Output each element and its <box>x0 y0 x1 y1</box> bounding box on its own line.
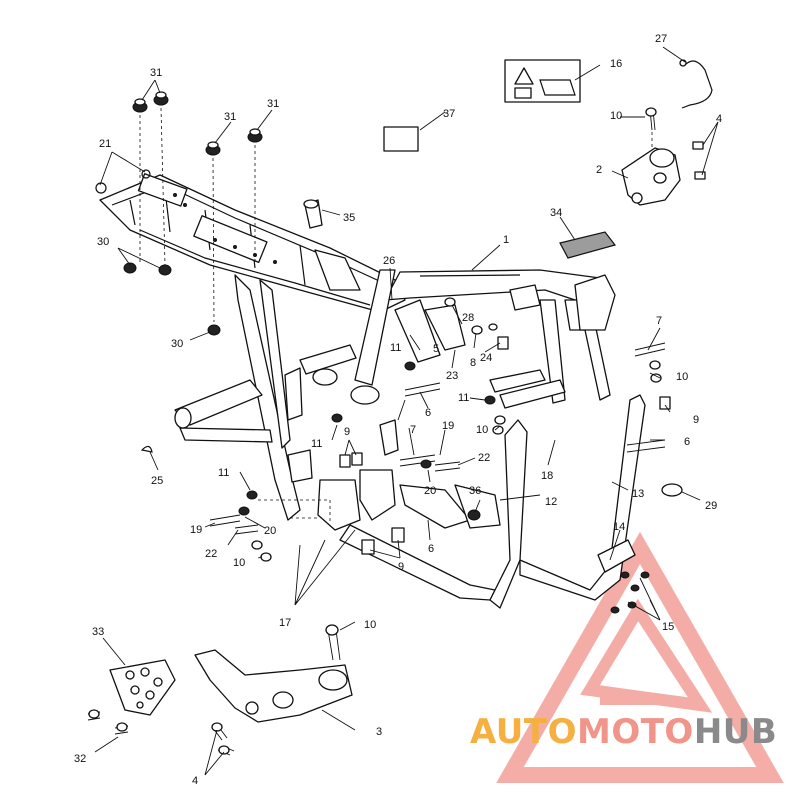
callout-26: 26 <box>383 255 395 267</box>
callout-4: 4 <box>192 775 198 787</box>
callout-9: 9 <box>344 426 350 438</box>
callout-2: 2 <box>596 164 602 176</box>
callout-19: 19 <box>190 524 202 536</box>
callout-10: 10 <box>364 619 376 631</box>
callout-10: 10 <box>233 557 245 569</box>
callout-6: 6 <box>425 407 431 419</box>
callout-6: 6 <box>428 543 434 555</box>
callout-31: 31 <box>267 98 279 110</box>
callout-11: 11 <box>390 342 401 354</box>
callout-31: 31 <box>224 111 236 123</box>
callout-11: 11 <box>218 467 229 479</box>
callout-37: 37 <box>443 108 455 120</box>
callout-6: 6 <box>684 436 690 448</box>
callout-labels: 1 2 3 4 4 5 6 6 6 7 7 8 9 9 9 10 10 10 1… <box>74 33 722 787</box>
callout-32: 32 <box>74 753 86 765</box>
callout-16: 16 <box>610 58 622 70</box>
callout-3: 3 <box>376 726 382 738</box>
callout-31: 31 <box>150 67 162 79</box>
callout-11: 11 <box>458 392 469 404</box>
warning-label <box>504 59 581 103</box>
callout-17: 17 <box>279 617 291 629</box>
callout-4: 4 <box>716 113 722 125</box>
callout-29: 29 <box>705 500 717 512</box>
callout-19: 19 <box>442 420 454 432</box>
heat-shield-plate <box>109 659 176 716</box>
callout-10: 10 <box>476 424 488 436</box>
callout-34: 34 <box>550 207 562 219</box>
callout-12: 12 <box>545 496 557 508</box>
callout-22: 22 <box>205 548 217 560</box>
leader-lines <box>94 46 719 776</box>
side-stand-bracket <box>621 147 681 206</box>
callout-18: 18 <box>541 470 553 482</box>
callout-15: 15 <box>662 621 674 633</box>
callout-36: 36 <box>469 485 481 497</box>
callout-30: 30 <box>171 338 183 350</box>
watermark-triangle <box>496 531 784 783</box>
watermark-part-hub: HUB <box>693 712 778 752</box>
callout-23: 23 <box>446 370 458 382</box>
callout-24: 24 <box>480 352 492 364</box>
callout-10: 10 <box>676 371 688 383</box>
callout-7: 7 <box>656 315 662 327</box>
callout-9: 9 <box>693 414 699 426</box>
callout-20: 20 <box>424 485 436 497</box>
callout-35: 35 <box>343 212 355 224</box>
alignment-lines <box>139 107 653 522</box>
callout-13: 13 <box>632 488 644 500</box>
callout-33: 33 <box>92 626 104 638</box>
rear-swingarm <box>174 367 303 443</box>
watermark-logo-text: AUTOMOTOHUB <box>470 712 777 752</box>
callout-14: 14 <box>613 521 625 533</box>
frame-cover <box>559 231 617 259</box>
fasteners <box>87 91 706 756</box>
callout-5: 5 <box>433 343 439 355</box>
callout-22: 22 <box>478 452 490 464</box>
callout-21: 21 <box>99 138 111 150</box>
callout-30: 30 <box>97 236 109 248</box>
callout-10: 10 <box>610 110 622 122</box>
callout-8: 8 <box>470 357 476 369</box>
main-frame <box>234 269 646 609</box>
callout-1: 1 <box>503 234 509 246</box>
rear-subframe <box>99 173 406 313</box>
callout-9: 9 <box>398 561 404 573</box>
label-plate <box>383 126 419 152</box>
callout-28: 28 <box>462 312 474 324</box>
footrest-bracket <box>194 649 353 723</box>
callout-25: 25 <box>151 475 163 487</box>
callout-27: 27 <box>655 33 667 45</box>
callout-11: 11 <box>311 438 322 450</box>
watermark-part-auto: AUTO <box>470 712 577 752</box>
callout-20: 20 <box>264 525 276 537</box>
callout-7: 7 <box>410 424 416 436</box>
spring-wire <box>679 59 713 109</box>
watermark-part-moto: MOTO <box>576 712 694 752</box>
